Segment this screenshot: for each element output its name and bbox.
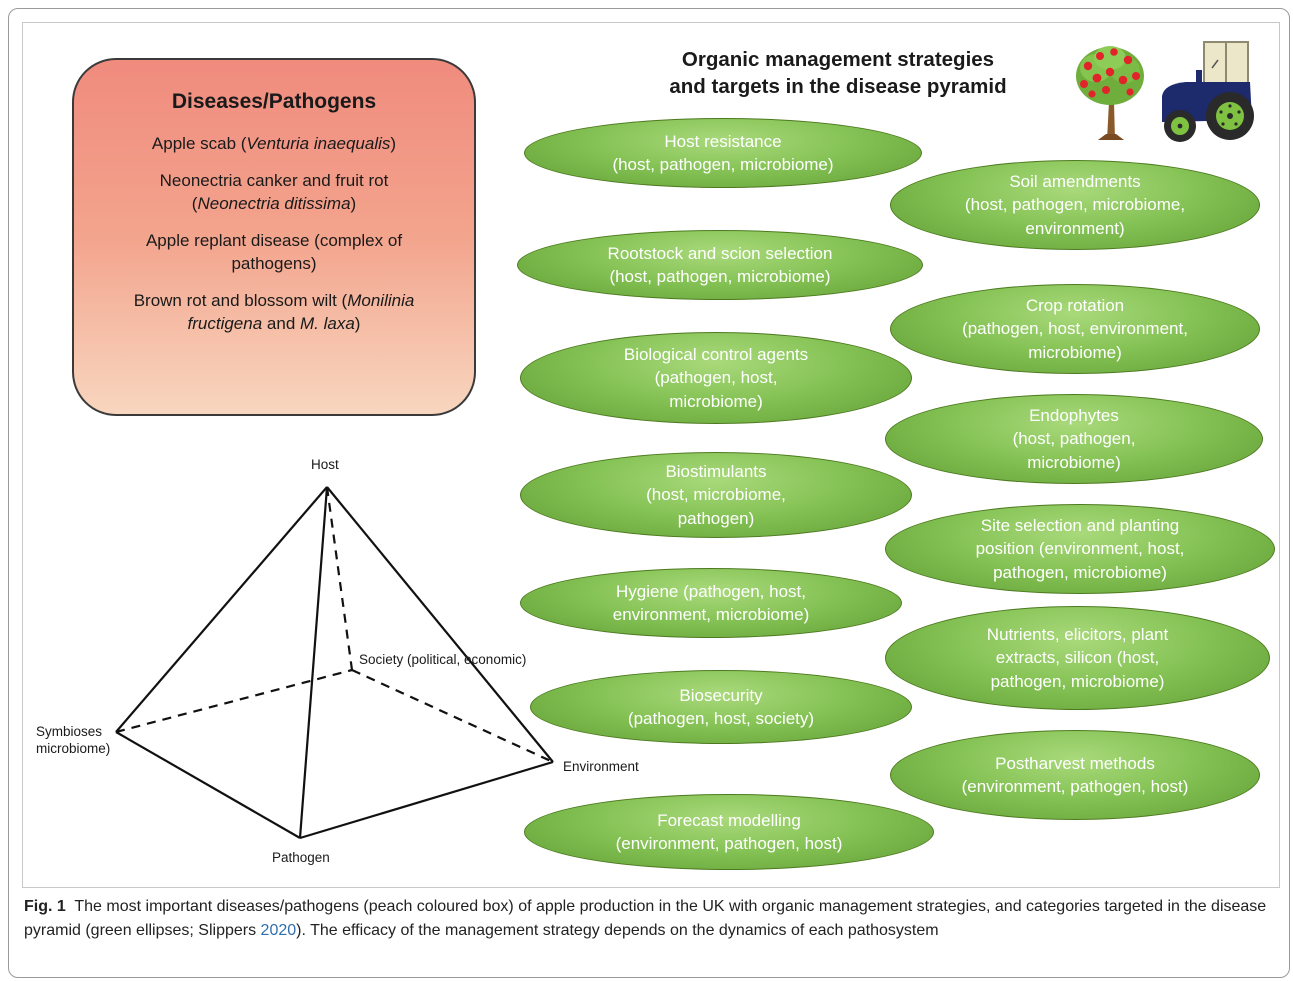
disease-text: and [262, 314, 300, 333]
strategy-targets: (host, pathogen, microbiome) [612, 155, 834, 174]
pyramid-label-symbioses-line1: Symbioses [36, 724, 103, 739]
citation-link[interactable]: 2020 [260, 922, 297, 939]
strategy-targets: (pathogen, host, environment, microbiome… [962, 319, 1188, 362]
strategy-targets: extracts, silicon (host, pathogen, micro… [990, 648, 1165, 691]
pathogen-name: Neonectria ditissima [197, 194, 351, 213]
strategy-name: Endophytes [1029, 405, 1119, 425]
disease-text: Apple replant disease (complex of pathog… [145, 231, 403, 273]
figure-caption: Fig. 1 The most important diseases/patho… [24, 895, 1274, 943]
disease-item-brown-rot: Brown rot and blossom wilt (Monilinia fr… [74, 289, 474, 335]
strategy-name: Biostimulants [665, 461, 767, 481]
strategy-name: Site selection and planting [980, 515, 1180, 535]
strategy-targets: environment, microbiome) [612, 605, 810, 624]
caption-label: Fig. 1 [24, 898, 66, 915]
pyramid-label-society: Society (political, economic) [359, 652, 527, 667]
pathogen-name: Monilinia fructigena [187, 291, 415, 333]
strategy-targets: (pathogen, host, society) [627, 709, 815, 728]
strategy-name: Soil amendments [1009, 171, 1141, 191]
strategy-site-selection: Site selection and planting position (env… [885, 504, 1275, 594]
pathogen-name: Venturia inaequalis [246, 134, 391, 153]
pyramid-label-host: Host [311, 457, 339, 472]
disease-text: Apple scab ( [151, 134, 247, 153]
diseases-box: Diseases/Pathogens Apple scab (Venturia … [72, 58, 476, 416]
strategy-endophytes: Endophytes (host, pathogen, microbiome) [885, 394, 1263, 484]
strategy-nutrients-elicitors: Nutrients, elicitors, plant extracts, sil… [885, 606, 1270, 710]
pyramid-label-pathogen: Pathogen [272, 850, 330, 865]
strategy-name: Biological control agents [623, 344, 809, 364]
strategies-title-line2: and targets in the disease pyramid [669, 75, 1007, 98]
disease-item-scab: Apple scab (Venturia inaequalis) [74, 132, 474, 155]
caption-text: The most important diseases/pathogens (p… [24, 898, 1271, 939]
strategy-targets: (host, pathogen, microbiome) [1012, 429, 1136, 472]
disease-text: ) [354, 314, 361, 333]
strategy-name: Host resistance [664, 131, 782, 151]
pathogen-name: M. laxa [300, 314, 355, 333]
strategy-crop-rotation: Crop rotation (pathogen, host, environmen… [890, 284, 1260, 374]
strategy-biological-control: Biological control agents (pathogen, host… [520, 332, 912, 424]
strategy-hygiene: Hygiene (pathogen, host, environment, mic… [520, 568, 902, 638]
strategy-soil-amendments: Soil amendments (host, pathogen, microbio… [890, 160, 1260, 250]
strategy-targets: (pathogen, host, microbiome) [654, 368, 778, 411]
apple-tree-icon [1076, 46, 1144, 140]
pyramid-label-environment: Environment [563, 759, 639, 774]
strategy-targets: (environment, pathogen, host) [961, 777, 1189, 796]
disease-text: ) [390, 134, 397, 153]
disease-text: Neonectria canker and fruit rot ( [159, 171, 389, 213]
strategy-name: Rootstock and scion selection [607, 243, 833, 263]
strategy-targets: (host, pathogen, microbiome) [609, 267, 831, 286]
strategy-name: Biosecurity [679, 685, 763, 705]
strategy-targets: (host, pathogen, microbiome, environment… [964, 195, 1186, 238]
strategy-name: Postharvest methods [995, 753, 1155, 773]
strategy-targets: position (environment, host, pathogen, m… [975, 539, 1185, 582]
pyramid-label-symbioses: Symbioses microbiome) [36, 723, 110, 757]
tractor-icon [1162, 41, 1254, 142]
strategy-targets: (host, microbiome, pathogen) [646, 485, 786, 528]
strategies-title: Organic management strategies and target… [620, 46, 1056, 100]
strategy-targets: (environment, pathogen, host) [615, 834, 843, 853]
disease-item-replant: Apple replant disease (complex of pathog… [74, 229, 474, 275]
strategy-rootstock-scion: Rootstock and scion selection (host, path… [517, 230, 923, 300]
disease-item-canker: Neonectria canker and fruit rot (Neonect… [74, 169, 474, 215]
strategy-postharvest: Postharvest methods (environment, pathoge… [890, 730, 1260, 820]
strategy-name: Hygiene (pathogen, host, [616, 581, 806, 601]
disease-text: Brown rot and blossom wilt ( [133, 291, 348, 310]
strategy-name: Nutrients, elicitors, plant [986, 624, 1169, 644]
strategy-name: Forecast modelling [657, 810, 801, 830]
strategy-biostimulants: Biostimulants (host, microbiome, pathogen… [520, 452, 912, 538]
figure-frame [8, 8, 1290, 978]
strategy-host-resistance: Host resistance (host, pathogen, microbio… [524, 118, 922, 188]
diseases-title: Diseases/Pathogens [171, 90, 377, 113]
disease-text: ) [350, 194, 357, 213]
caption-text: ). The efficacy of the management strate… [296, 922, 939, 939]
strategy-forecast-modelling: Forecast modelling (environment, pathogen… [524, 794, 934, 870]
strategy-name: Crop rotation [1025, 295, 1125, 315]
pyramid-label-symbioses-line2: microbiome) [36, 741, 111, 756]
strategies-title-line1: Organic management strategies [681, 48, 995, 71]
strategy-biosecurity: Biosecurity (pathogen, host, society) [530, 670, 912, 744]
